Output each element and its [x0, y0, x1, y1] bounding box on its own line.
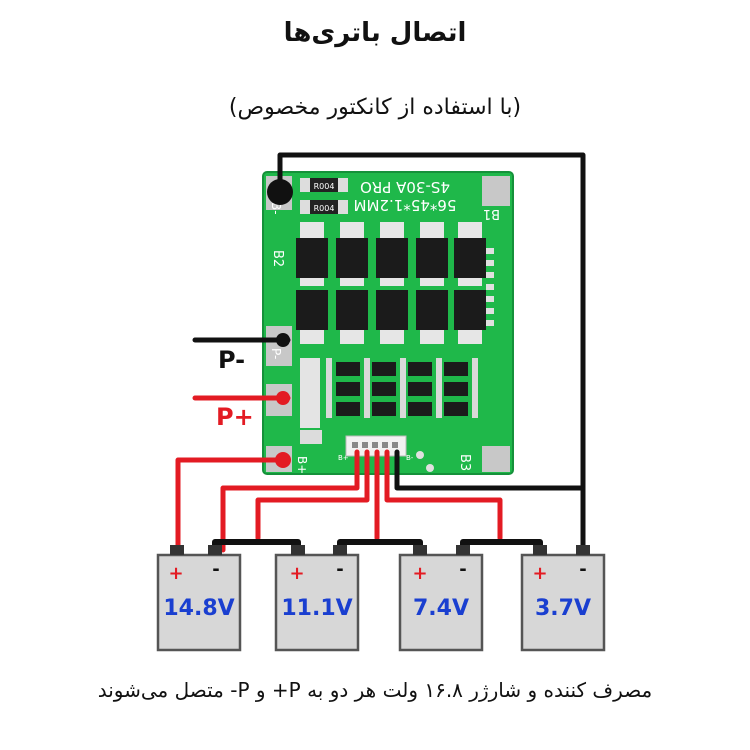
series-link-1-2 [212, 539, 301, 555]
battery-4-plus: + [532, 563, 547, 584]
pad-p-minus [266, 326, 292, 366]
battery-4-minus: - [579, 559, 586, 580]
pad-b3 [482, 446, 510, 472]
battery-3-minus: - [459, 559, 466, 580]
balance-pads-right [486, 248, 494, 326]
mosfet-row-2 [296, 290, 486, 344]
board-size-text: 56*45*1.2MM [354, 196, 457, 214]
board-label-b1: B1 [483, 206, 500, 221]
battery-3-voltage: 7.4V [413, 596, 469, 621]
shunt-resistor-1 [310, 178, 338, 192]
board-label-b3: B3 [457, 454, 472, 471]
battery-1-voltage: 14.8V [163, 596, 234, 621]
wire-balance-1 [220, 449, 360, 553]
connector-label-b-minus: B- [406, 454, 414, 462]
mosfet-row-1 [296, 222, 486, 286]
terminal-b-minus [267, 179, 293, 205]
series-link-3-4 [460, 539, 543, 555]
battery-3-plus: + [412, 563, 427, 584]
wire-balance-2 [255, 449, 370, 541]
battery-1: + - 14.8V [156, 545, 242, 652]
shunt-resistor-2 [310, 200, 338, 214]
balance-connector: B+ B- [338, 435, 414, 462]
battery-3: + - 7.4V [398, 545, 484, 652]
battery-2: + - 11.1V [274, 545, 360, 652]
connector-label-b-plus: B+ [338, 454, 349, 462]
bms-board: R004 R004 56*45*1.2MM 4S-30A PRO B1 B2 B… [262, 171, 514, 475]
battery-2-plus: + [289, 563, 304, 584]
resistor-code-1: R004 [314, 182, 335, 191]
terminal-label-p-minus: P- [218, 346, 245, 374]
battery-2-voltage: 11.1V [281, 596, 352, 621]
board-model-text: 4S-30A PRO [360, 178, 450, 196]
wire-balance-5 [394, 449, 586, 491]
pad-b1 [482, 176, 510, 206]
battery-4: + - 3.7V [520, 545, 606, 652]
footer-caption: مصرف کننده و شارژر ۱۶.۸ ولت هر دو به P+ … [97, 678, 653, 702]
battery-1-plus: + [168, 563, 183, 584]
board-label-b-plus: B+ [295, 456, 309, 474]
board-label-b2: B2 [270, 250, 285, 267]
battery-1-minus: - [212, 559, 219, 580]
board-label-b-minus: B- [269, 202, 283, 215]
control-components [300, 358, 478, 472]
wire-b-plus [175, 457, 286, 553]
wire-b-minus [277, 152, 586, 551]
board-label-p-minus: P- [269, 348, 283, 359]
battery-4-voltage: 3.7V [535, 596, 591, 621]
page-title: اتصال باتری‌ها [283, 18, 467, 48]
terminal-label-p-plus: P+ [216, 403, 254, 431]
battery-2-minus: - [336, 559, 343, 580]
series-link-2-3 [337, 539, 423, 555]
resistor-code-2: R004 [314, 204, 335, 213]
wire-balance-4 [384, 449, 503, 541]
page-subtitle: (با استفاده از کانکتور مخصوص) [228, 95, 522, 120]
